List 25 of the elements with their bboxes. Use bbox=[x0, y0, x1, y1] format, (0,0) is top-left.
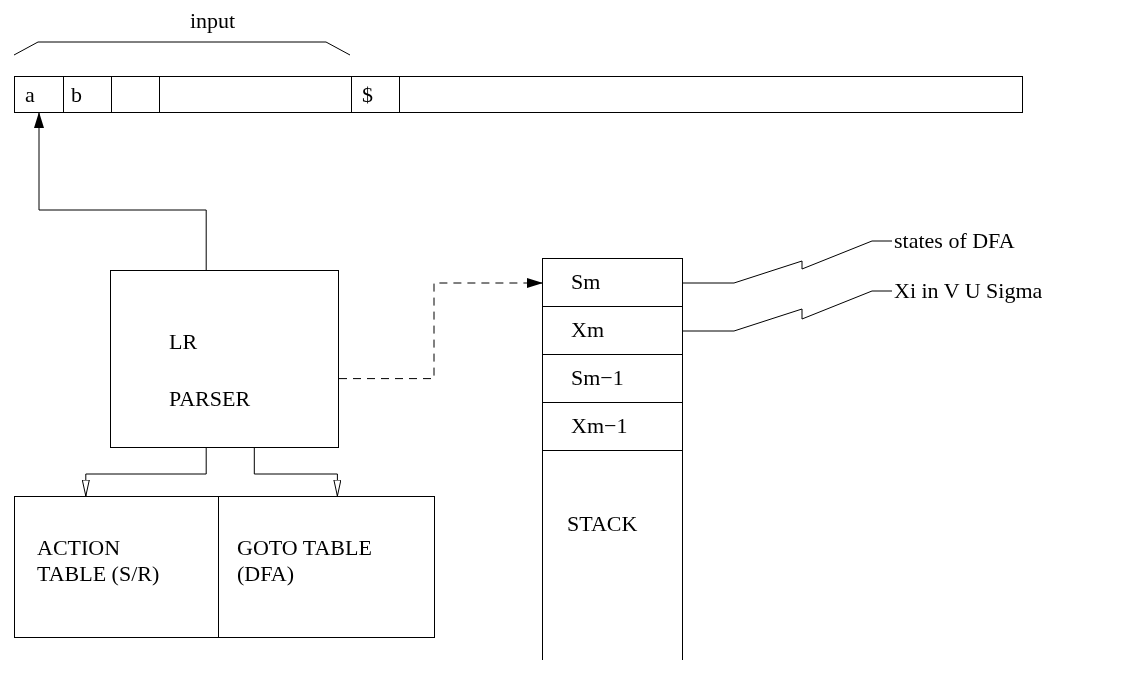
annotation-text: states of DFA bbox=[894, 228, 1015, 254]
box-label: GOTO TABLE (DFA) bbox=[237, 535, 373, 588]
leader-line bbox=[681, 240, 893, 284]
table-box bbox=[218, 496, 435, 638]
arrow bbox=[34, 111, 207, 271]
bracket-label: input bbox=[190, 8, 236, 34]
box-label: ACTION TABLE (S/R) bbox=[37, 535, 161, 588]
arrow bbox=[81, 447, 207, 497]
cell-symbol: $ bbox=[362, 82, 373, 109]
cell-symbol: Sm bbox=[571, 269, 601, 296]
cell-symbol: Xm bbox=[571, 317, 604, 344]
stack-box bbox=[542, 258, 683, 660]
arrow bbox=[338, 278, 544, 380]
parser-box bbox=[110, 270, 339, 448]
annotation-text: Xi in V U Sigma bbox=[894, 278, 1043, 304]
arrow bbox=[253, 447, 342, 497]
cell-symbol: b bbox=[71, 82, 82, 109]
table-box bbox=[14, 496, 219, 638]
cell-symbol: a bbox=[25, 82, 35, 109]
box-label: LR PARSER bbox=[169, 328, 252, 414]
input-tape bbox=[14, 76, 1023, 113]
cell-symbol: Sm−1 bbox=[571, 365, 624, 392]
box-label: STACK bbox=[567, 511, 638, 538]
leader-line bbox=[681, 290, 893, 332]
cell-symbol: Xm−1 bbox=[571, 413, 628, 440]
